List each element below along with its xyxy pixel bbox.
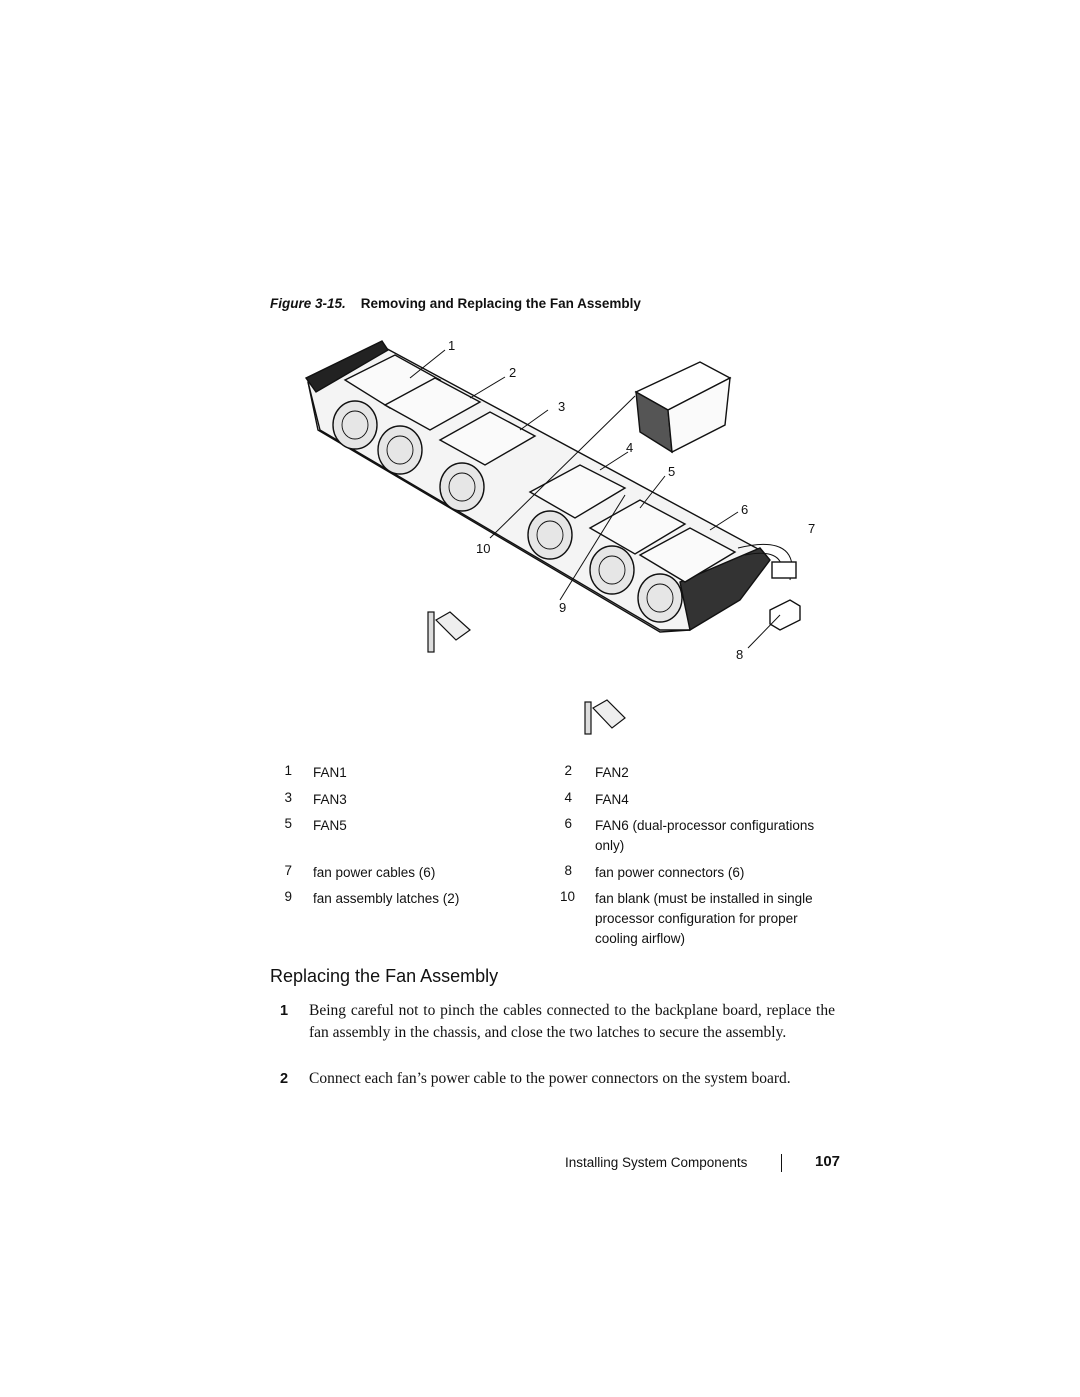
callout-2: 2 <box>509 365 517 380</box>
legend-text: fan power cables (6) <box>313 865 436 880</box>
legend-text: fan blank (must be installed in single p… <box>595 891 813 946</box>
legend-text: FAN5 <box>313 818 347 833</box>
legend-num: 8 <box>564 863 572 878</box>
page-number: 107 <box>815 1153 841 1170</box>
callout-7: 7 <box>808 521 816 536</box>
section-heading: Replacing the Fan Assembly <box>270 966 499 986</box>
step-number: 1 <box>280 1003 289 1019</box>
footer-section-name: Installing System Components <box>565 1155 748 1170</box>
callout-1: 1 <box>448 338 456 353</box>
legend-text: fan assembly latches (2) <box>313 891 460 906</box>
legend-text: FAN6 (dual-processor configurations only… <box>595 818 815 853</box>
figure-number: Figure 3-15. <box>270 296 346 311</box>
callout-8: 8 <box>736 647 744 662</box>
callout-3: 3 <box>558 399 566 414</box>
figure-caption: Figure 3-15. Removing and Replacing the … <box>270 296 641 311</box>
legend-text: fan power connectors (6) <box>595 865 745 880</box>
legend-num: 2 <box>564 763 572 778</box>
step-text: Being careful not to pinch the cables co… <box>309 1002 835 1041</box>
legend-num: 10 <box>560 889 576 904</box>
step-text: Connect each fan’s power cable to the po… <box>309 1070 791 1087</box>
step-number: 2 <box>280 1071 289 1087</box>
callout-6: 6 <box>741 502 749 517</box>
legend-num: 5 <box>284 816 292 831</box>
procedure-step: 1 Being careful not to pinch the cables … <box>280 1000 835 1044</box>
legend-num: 6 <box>564 816 572 831</box>
callout-10: 10 <box>476 541 491 556</box>
callout-9: 9 <box>559 600 567 615</box>
fan-assembly-illustration <box>304 340 801 735</box>
callout-5: 5 <box>668 464 676 479</box>
legend-text: FAN3 <box>313 792 347 807</box>
legend-num: 3 <box>284 790 292 805</box>
procedure-step: 2 Connect each fan’s power cable to the … <box>280 1068 835 1090</box>
legend-num: 9 <box>284 889 292 904</box>
figure-title: Removing and Replacing the Fan Assembly <box>360 296 641 311</box>
legend-num: 1 <box>284 763 292 778</box>
footer-divider <box>781 1154 782 1172</box>
legend-text: FAN4 <box>595 792 629 807</box>
legend-text: FAN1 <box>313 765 347 780</box>
legend-text: FAN2 <box>595 765 629 780</box>
legend-num: 7 <box>284 863 292 878</box>
legend-num: 4 <box>564 790 572 805</box>
callout-4: 4 <box>626 440 634 455</box>
